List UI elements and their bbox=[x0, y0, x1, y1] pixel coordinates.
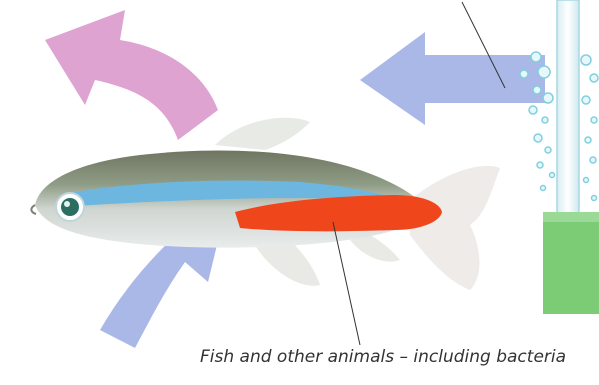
neon-tetra-fish bbox=[31, 118, 500, 290]
test-tube bbox=[543, 0, 599, 314]
pink-curved-arrow bbox=[45, 10, 218, 140]
caption-fish-and-bacteria: Fish and other animals – including bacte… bbox=[200, 347, 566, 367]
blue-straight-arrow bbox=[360, 32, 545, 125]
